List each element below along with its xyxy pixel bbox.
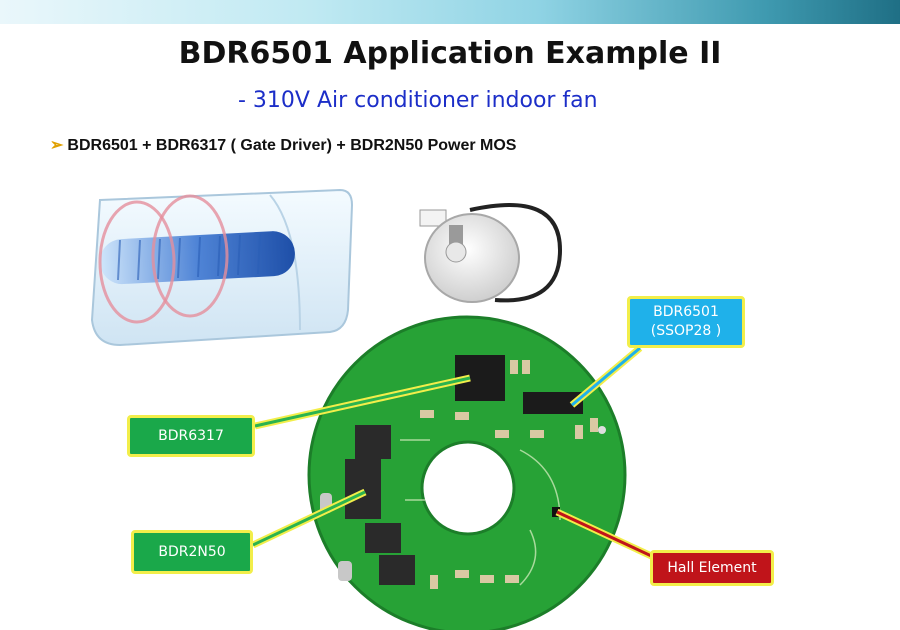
pcb-board-image — [307, 315, 627, 630]
slide-subtitle: - 310V Air conditioner indoor fan — [238, 88, 598, 113]
fan-motor-image — [419, 203, 563, 303]
callout-hall-element: Hall Element — [650, 550, 774, 586]
bullet-arrow-icon: ➢ — [50, 137, 64, 154]
callout-bdr6501: BDR6501 (SSOP28 ) — [627, 296, 745, 348]
slide-title: BDR6501 Application Example II — [178, 36, 722, 71]
callout-bdr6317: BDR6317 — [127, 415, 255, 457]
air-conditioner-image — [90, 188, 354, 347]
callout-bdr2n50: BDR2N50 — [131, 530, 253, 574]
top-gradient-bar — [0, 0, 900, 24]
bullet-line: ➢BDR6501 + BDR6317 ( Gate Driver) + BDR2… — [50, 135, 516, 155]
callout-bdr6501-line1: BDR6501 — [653, 304, 719, 320]
pointer-lines — [251, 345, 662, 564]
callout-bdr6501-line2: (SSOP28 ) — [650, 323, 722, 339]
bullet-text: BDR6501 + BDR6317 ( Gate Driver) + BDR2N… — [67, 137, 517, 154]
